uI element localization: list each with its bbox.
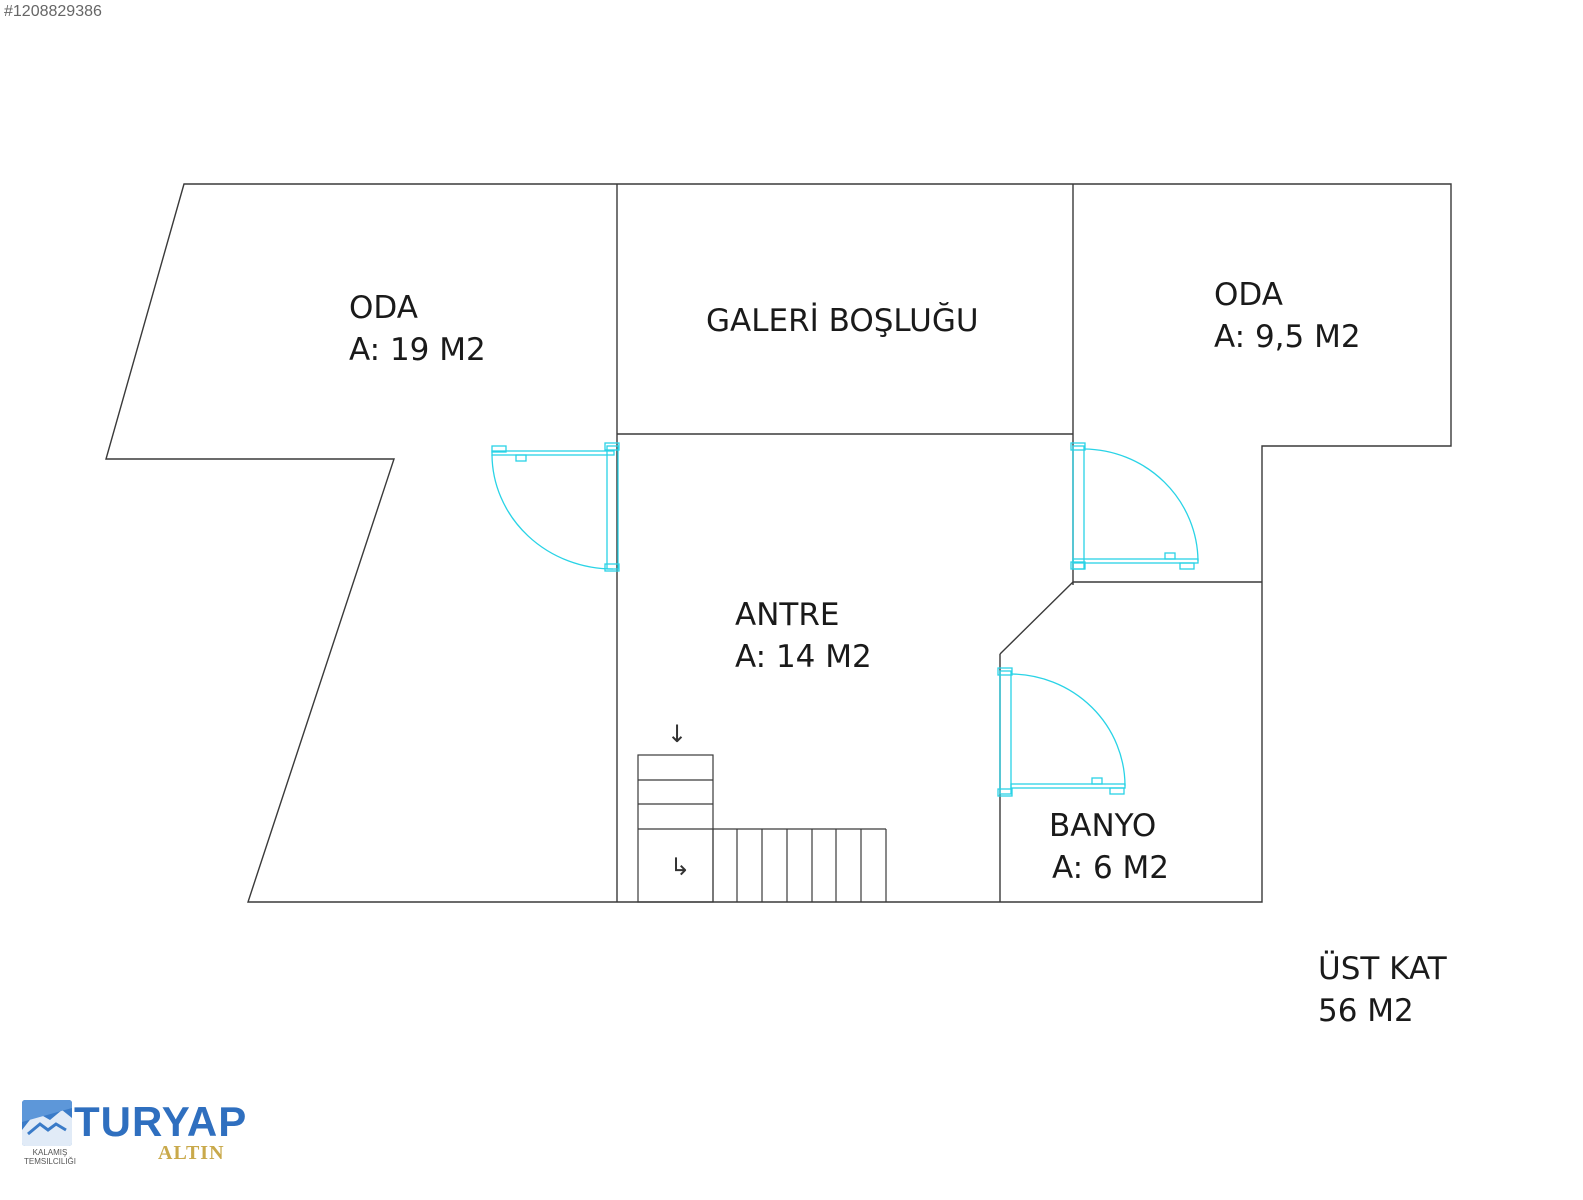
room-banyo-area: A: 6 M2: [1052, 850, 1169, 886]
door-oda-left: [491, 442, 620, 572]
room-banyo-name: BANYO: [1049, 808, 1156, 844]
room-antre-name: ANTRE: [735, 597, 839, 633]
door-oda-right: [1070, 442, 1199, 570]
stair-arrow-down: ↓: [667, 720, 687, 748]
logo-subtitle-line2: TEMSILCILIĞI: [23, 1157, 76, 1166]
floor-name: ÜST KAT: [1318, 950, 1448, 987]
outer-wall: [105, 183, 1452, 903]
staircase: ↓ ↳: [637, 720, 887, 903]
logo-brand: TURYAP: [74, 1098, 248, 1145]
logo-subtitle: KALAMIŞ TEMSILCILIĞI: [22, 1148, 78, 1166]
room-oda-right-name: ODA: [1214, 277, 1283, 313]
door-banyo: [997, 667, 1126, 797]
room-oda-left-name: ODA: [349, 290, 418, 326]
floor-total-area: 56 M2: [1318, 993, 1414, 1029]
wall-banyo-diagonal: [999, 581, 1074, 655]
room-galeri-name: GALERİ BOŞLUĞU: [706, 302, 979, 339]
turyap-logo: TURYAP KALAMIŞ TEMSILCILIĞI ALTIN: [22, 1098, 246, 1172]
room-oda-left-area: A: 19 M2: [349, 332, 486, 368]
logo-tag: ALTIN: [158, 1142, 225, 1164]
room-oda-right-area: A: 9,5 M2: [1214, 319, 1361, 355]
stair-arrow-turn: ↳: [670, 853, 690, 881]
room-antre-area: A: 14 M2: [735, 639, 872, 675]
handshake-icon: [22, 1100, 72, 1146]
listing-id: #1208829386: [4, 3, 102, 20]
logo-subtitle-line1: KALAMIŞ: [32, 1148, 68, 1157]
